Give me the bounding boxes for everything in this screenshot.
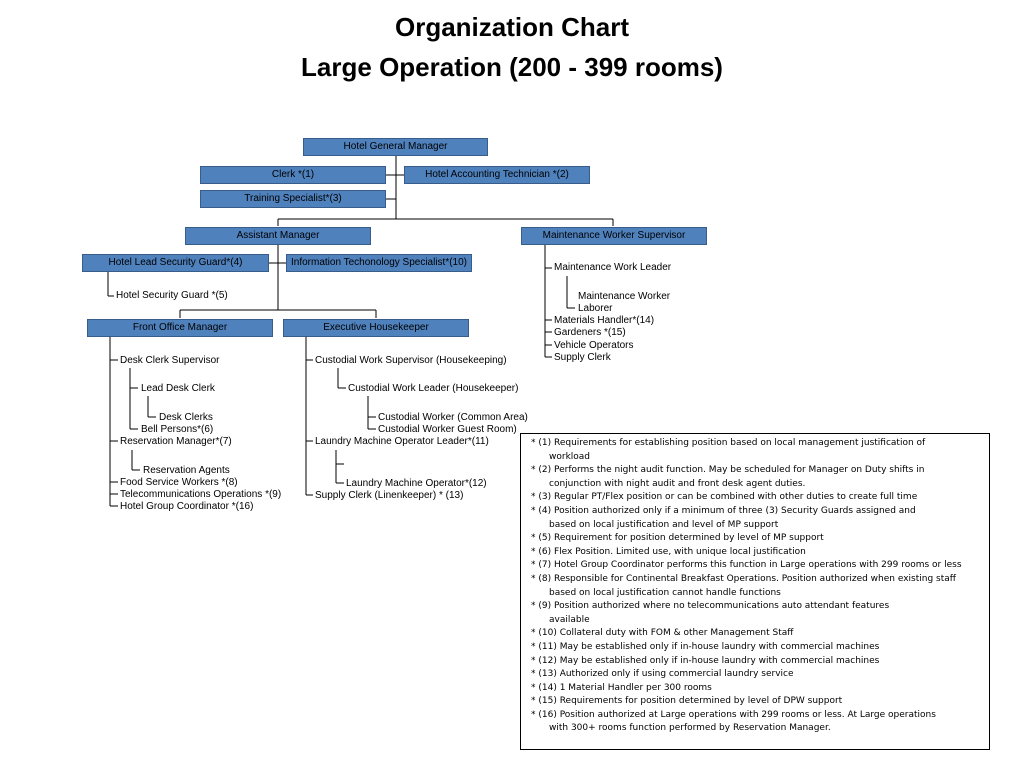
label-laundry-machine-operator: Laundry Machine Operator*(12) [346,478,487,489]
label-custodial-worker-guest: Custodial Worker Guest Room) [378,424,517,435]
label-reservation-manager: Reservation Manager*(7) [120,436,232,447]
footnote-continuation: based on local justification and level o… [549,519,779,530]
footnote: * (9) Position authorized where no telec… [531,601,890,612]
label-food-service-workers: Food Service Workers *(8) [120,477,238,488]
footnote: * (10) Collateral duty with FOM & other … [531,628,794,639]
label-custodial-work-supervisor: Custodial Work Supervisor (Housekeeping) [315,355,507,366]
chart-subtitle: Large Operation (200 - 399 rooms) [301,52,723,82]
footnote: * (4) Position authorized only if a mini… [531,505,916,516]
label-telecommunications-operations: Telecommunications Operations *(9) [120,489,282,500]
box-assistant-manager: Assistant Manager [185,227,371,245]
box-hotel-lead-security-guard: Hotel Lead Security Guard*(4) [82,254,269,272]
box-hotel-general-manager: Hotel General Manager [303,138,488,156]
footnote: * (8) Responsible for Continental Breakf… [531,573,956,584]
label-custodial-work-leader: Custodial Work Leader (Housekeeper) [348,383,519,394]
label-reservation-agents: Reservation Agents [143,465,230,476]
label-maintenance-work-leader: Maintenance Work Leader [554,262,672,273]
box-hotel-accounting-technician: Hotel Accounting Technician *(2) [404,166,590,184]
footnote-continuation: conjunction with night audit and front d… [549,478,806,489]
label-maintenance-supply-clerk: Supply Clerk [554,352,611,363]
label-custodial-worker-common: Custodial Worker (Common Area) [378,412,528,423]
footnote: * (6) Flex Position. Limited use, with u… [531,546,806,557]
footnote: * (16) Position authorized at Large oper… [531,709,936,720]
box-maintenance-worker-supervisor: Maintenance Worker Supervisor [521,227,707,245]
footnotes-box: * (1) Requirements for establishing posi… [520,433,990,750]
footnote: * (1) Requirements for establishing posi… [531,438,926,448]
label-lead-desk-clerk: Lead Desk Clerk [141,383,215,394]
footnote-continuation: with 300+ rooms function performed by Re… [549,723,831,734]
label-maintenance-worker: Maintenance Worker [578,291,671,302]
box-executive-housekeeper: Executive Housekeeper [283,319,469,337]
label-bell-persons: Bell Persons*(6) [141,424,214,435]
footnote: * (11) May be established only if in-hou… [531,641,880,652]
footnote-continuation: based on local justification cannot hand… [549,587,781,598]
label-desk-clerk-supervisor: Desk Clerk Supervisor [120,355,220,366]
label-laborer: Laborer [578,303,613,314]
box-clerk: Clerk *(1) [200,166,386,184]
label-hotel-security-guard: Hotel Security Guard *(5) [116,290,228,301]
box-training-specialist: Training Specialist*(3) [200,190,386,208]
footnote: * (14) 1 Material Handler per 300 rooms [531,682,712,693]
footnote: * (3) Regular PT/Flex position or can be… [531,492,918,503]
box-information-technology-specialist: Information Techonology Specialist*(10) [286,254,472,272]
label-laundry-machine-operator-leader: Laundry Machine Operator Leader*(11) [315,436,489,447]
footnote-continuation: workload [549,451,591,462]
label-hotel-group-coordinator: Hotel Group Coordinator *(16) [120,501,254,512]
box-front-office-manager: Front Office Manager [87,319,273,337]
label-desk-clerks: Desk Clerks [159,412,213,423]
footnote: * (15) Requirements for position determi… [531,696,843,707]
footnote: * (2) Performs the night audit function.… [531,465,925,476]
footnote: * (12) May be established only if in-hou… [531,655,880,666]
footnote: * (13) Authorized only if using commerci… [531,669,794,680]
label-gardeners: Gardeners *(15) [554,327,626,338]
footnote: * (5) Requirement for position determine… [531,533,824,544]
label-materials-handler: Materials Handler*(14) [554,315,655,326]
chart-title: Organization Chart [394,12,629,42]
label-vehicle-operators: Vehicle Operators [554,340,634,351]
label-housekeeping-supply-clerk: Supply Clerk (Linenkeeper) * (13) [315,490,464,501]
footnote-continuation: available [549,614,590,625]
footnote: * (7) Hotel Group Coordinator performs t… [531,560,962,571]
